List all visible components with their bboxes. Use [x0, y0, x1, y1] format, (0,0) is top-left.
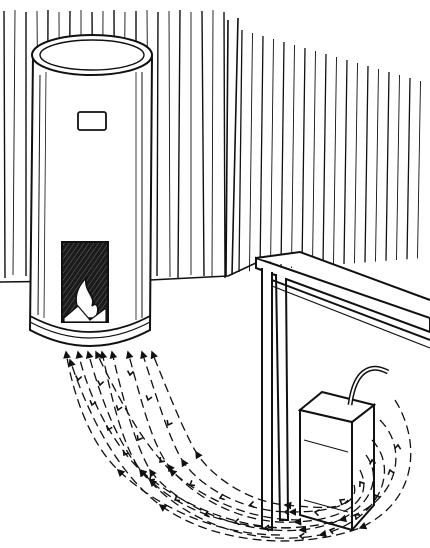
wall-plank-line	[178, 10, 180, 278]
vapor-flow-arrow-icon	[300, 533, 305, 539]
wall-plank-line	[407, 78, 410, 259]
vapor-flow-arrow-icon	[115, 405, 122, 411]
wall-plank-line	[292, 45, 295, 268]
wall-plank-line	[344, 60, 347, 264]
wall-plank-line	[239, 30, 242, 272]
wall-plank-line	[260, 36, 263, 270]
wall-plank-line	[212, 10, 213, 277]
wall-plank-line	[334, 57, 337, 265]
wall-plank-line	[202, 11, 204, 276]
vapor-flow-arrow-icon	[145, 395, 152, 400]
vapor-flow-arrow-icon	[395, 445, 401, 450]
vapor-flow-arrow-icon	[127, 371, 133, 376]
wall-plank-line	[418, 81, 421, 258]
wall-plank-line	[13, 10, 15, 275]
wall-plank-line	[157, 12, 158, 276]
wall-plank-line	[365, 66, 368, 262]
wall-plank-line	[169, 11, 170, 277]
wall-plank-line	[224, 12, 225, 278]
water-heater-icon	[30, 35, 152, 346]
wall-plank-line	[250, 33, 253, 271]
vapor-flow-arrow-icon	[66, 352, 280, 535]
wall-plank-line	[397, 75, 400, 260]
heater-label-plate	[78, 112, 106, 130]
wall-plank-line	[323, 54, 326, 266]
wall-panelling-right	[239, 30, 421, 272]
vapor-flow-arrow-icon	[97, 381, 104, 386]
wall-plank-line	[376, 69, 379, 262]
wall-plank-line	[4, 11, 5, 278]
gas-can-icon	[300, 368, 388, 530]
wall-plank-line	[313, 51, 316, 266]
wall-plank-line	[302, 48, 305, 267]
wall-plank-line	[355, 63, 358, 263]
wall-plank-line	[386, 72, 389, 261]
vapor-flow-arrow-icon	[250, 501, 255, 507]
wall-plank-line	[281, 42, 284, 269]
vapor-flow-arrow-icon	[75, 376, 82, 381]
wall-plank-line	[271, 39, 274, 270]
vapor-flow-arrow-icon	[235, 519, 240, 525]
